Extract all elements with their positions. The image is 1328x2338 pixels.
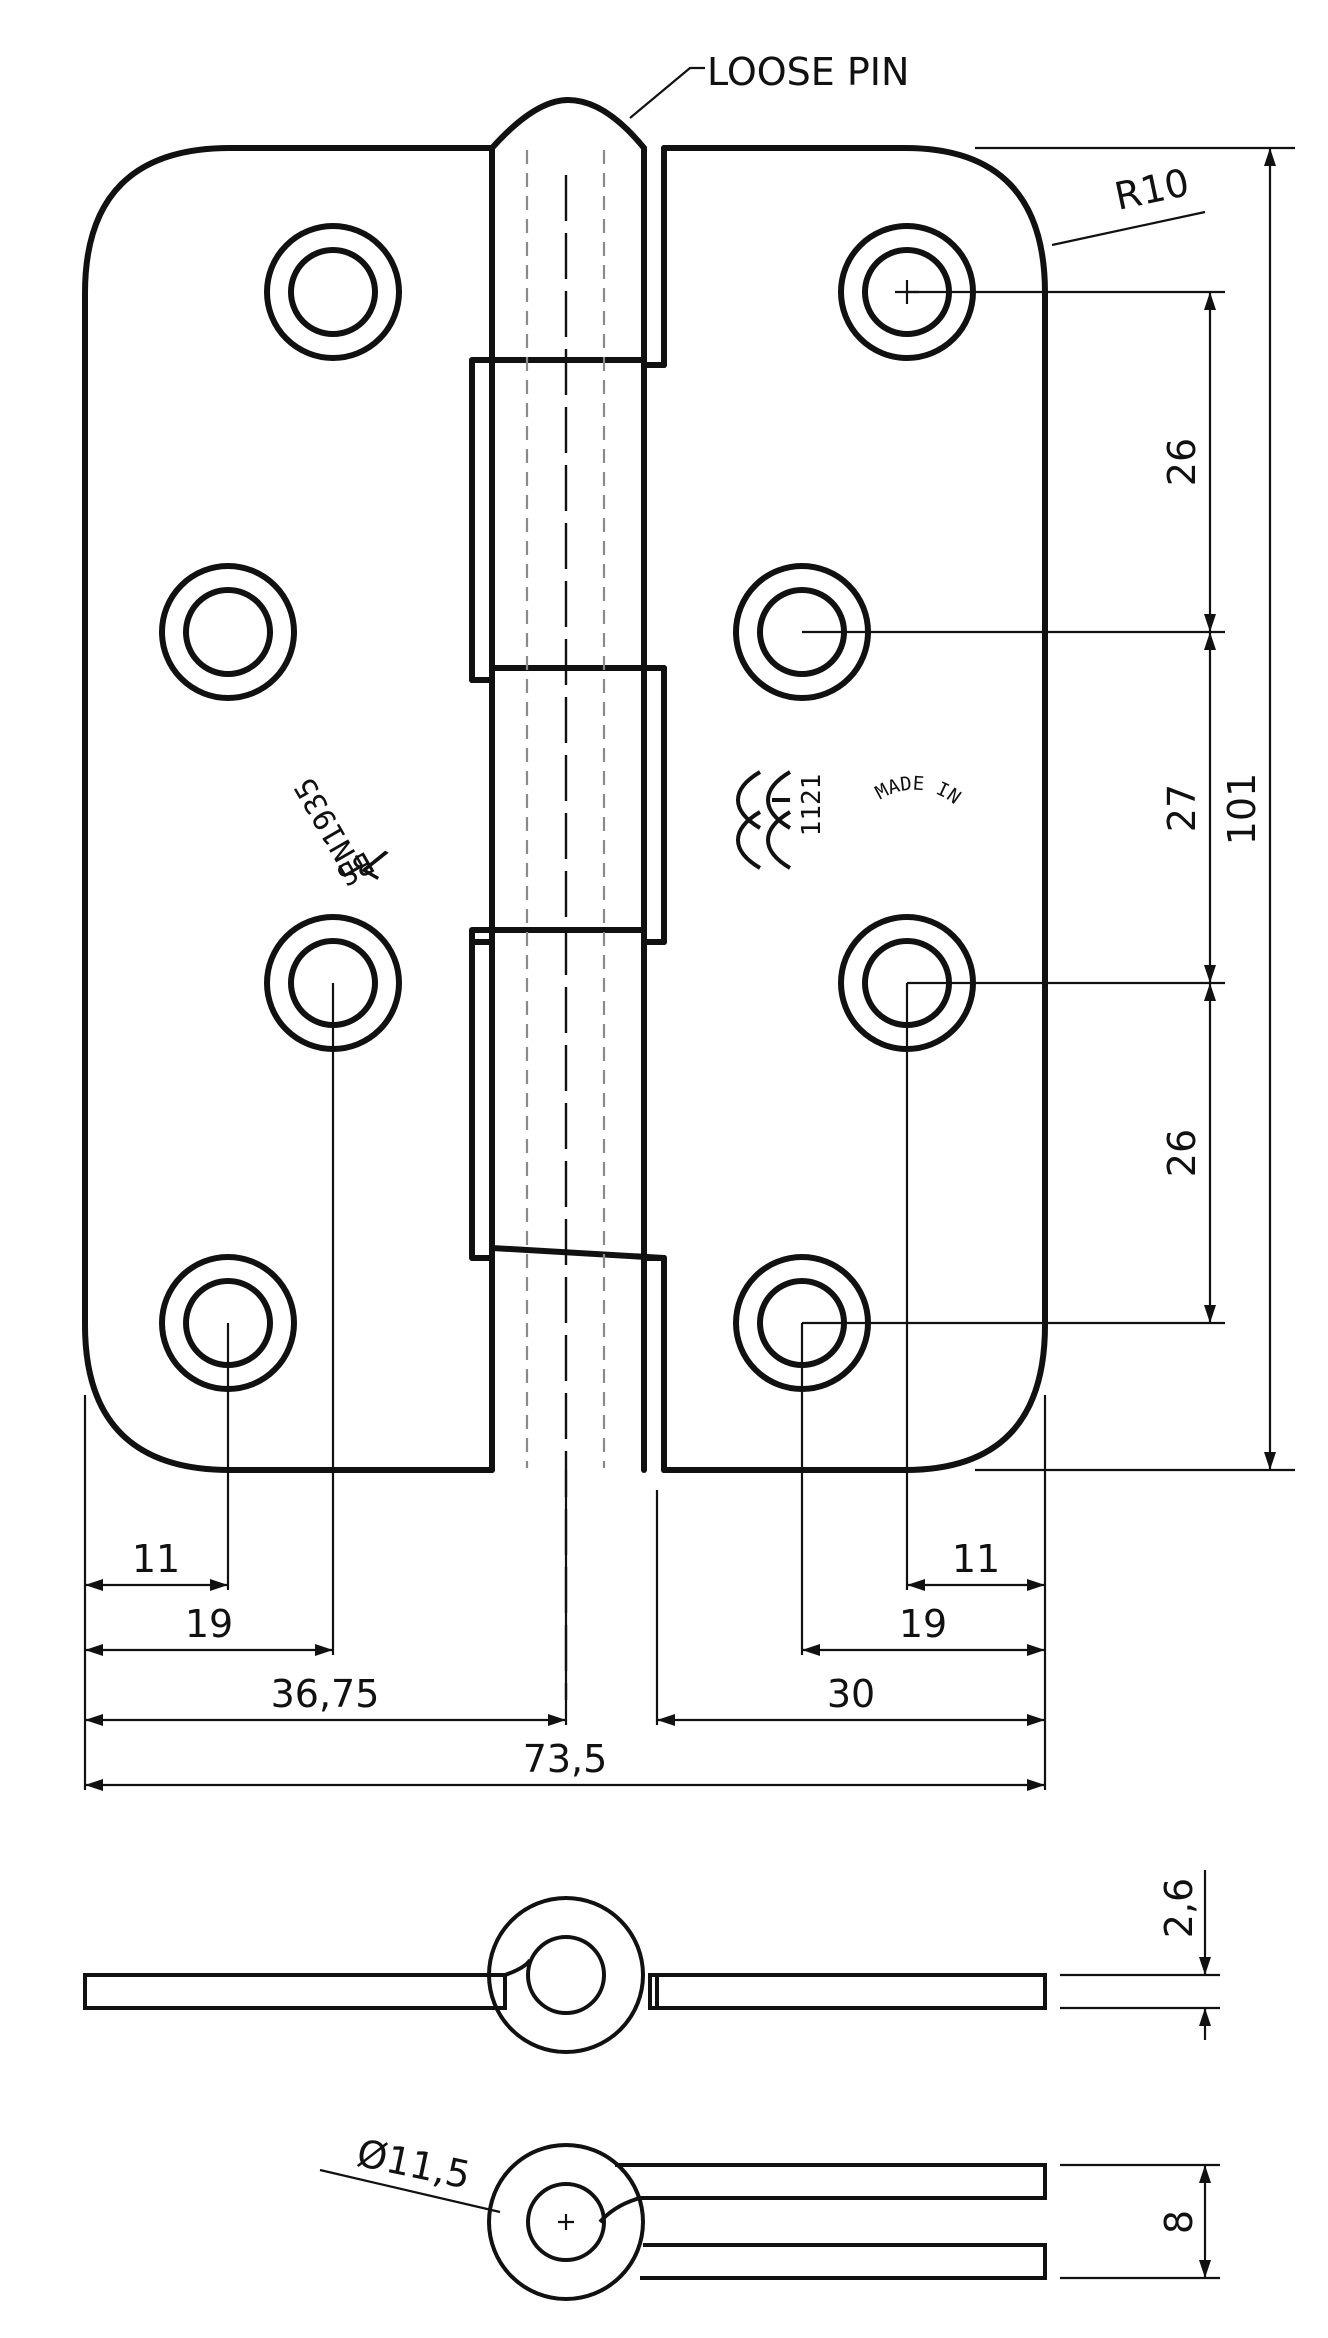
dim-bottom-spacing: 26	[1160, 1129, 1204, 1177]
dim-right-outer-hole: 11	[952, 1537, 1000, 1581]
loose-pin-leader	[629, 66, 705, 119]
dim-top-spacing: 26	[1160, 438, 1204, 486]
screw-hole	[264, 223, 402, 361]
pin-diameter-leader	[319, 2168, 501, 2214]
dim-overall-width: 73,5	[523, 1737, 608, 1781]
dim-closed-thickness: 8	[1157, 2210, 1201, 2234]
ce-mark-stamp: 1121	[735, 770, 827, 870]
front-view-dimensions: LOOSE PIN R10 26 27 26 101	[83, 50, 1295, 1791]
dim-pin-center: 36,75	[271, 1672, 380, 1716]
radius-leader	[1051, 210, 1206, 247]
radius-label: R10	[1111, 160, 1193, 219]
loose-pin-label: LOOSE PIN	[707, 50, 909, 94]
hinge-closed-side-view: Ø11,5 8	[319, 2131, 1220, 2301]
left-screw-holes	[159, 223, 402, 1392]
dim-left-outer-hole: 11	[132, 1537, 180, 1581]
loose-pin-cap	[489, 97, 647, 151]
dim-right-leaf-width: 30	[827, 1672, 875, 1716]
hinge-front-view: BS EN1935 7 1121 MADE IN ENGLAND	[0, 0, 1048, 1700]
dim-left-inner-hole: 19	[185, 1602, 233, 1646]
dim-middle-spacing: 27	[1160, 784, 1204, 832]
svg-text:1121: 1121	[797, 774, 827, 837]
pin-diameter-label: Ø11,5	[353, 2131, 474, 2198]
dim-overall-height: 101	[1220, 773, 1264, 846]
svg-text:EN1935: EN1935	[288, 771, 372, 882]
screw-hole	[159, 563, 297, 701]
bs-en-stamp: BS EN1935 7	[288, 771, 400, 892]
left-leaf-outline	[82, 145, 495, 1473]
hinge-knuckle	[469, 97, 667, 1700]
dim-leaf-thickness: 2,6	[1157, 1878, 1201, 1938]
right-leaf-outline	[661, 145, 1048, 1473]
hinge-open-side-view: 2,6	[83, 1870, 1220, 2054]
dim-right-inner-hole: 19	[899, 1602, 947, 1646]
